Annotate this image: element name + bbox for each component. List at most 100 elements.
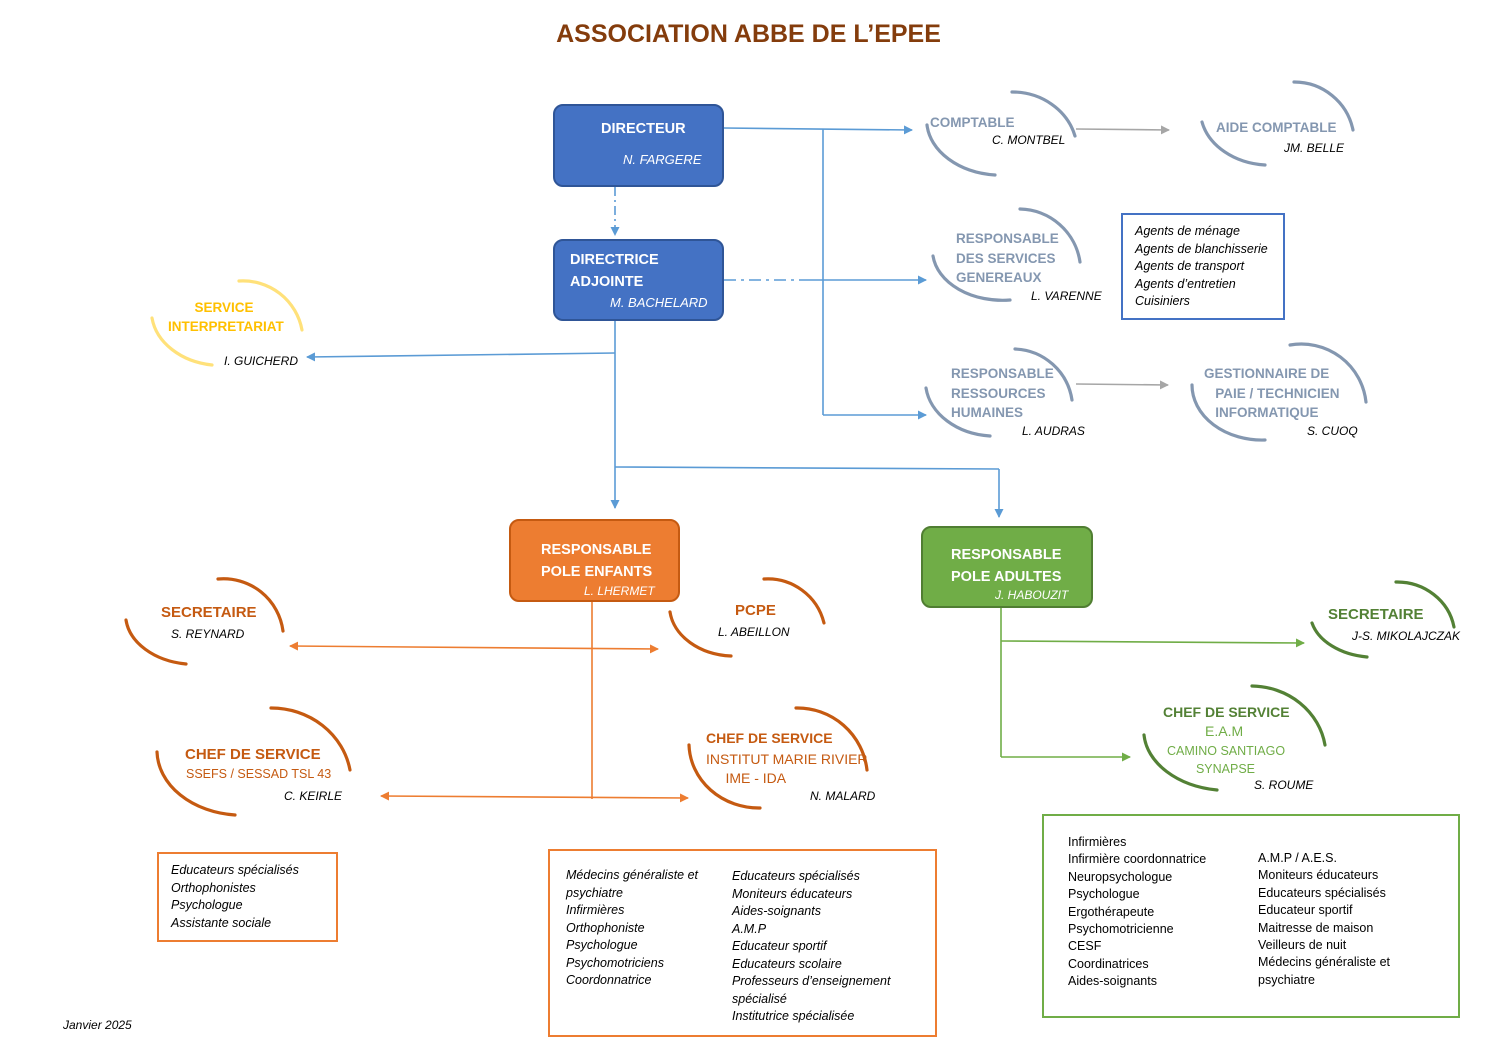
agents-item: Agents de transport [1135, 259, 1245, 273]
pole-enfants-title: RESPONSABLE POLE ENFANTS [541, 542, 653, 580]
staff-item: Assistante sociale [171, 915, 272, 930]
chef-ime-title: CHEF DE SERVICE [706, 730, 833, 746]
arc-services [931, 207, 1082, 302]
agents-item: Agents d’entretien [1135, 276, 1236, 291]
rh-title: RESPONSABLE RESSOURCES HUMAINES [951, 366, 1054, 420]
staff-item: Aides-soignants [732, 904, 821, 918]
gestionnaire-name: S. CUOQ [1307, 424, 1358, 438]
pole-adultes-box: RESPONSABLE POLE ADULTES J. HABOUZIT [921, 526, 1093, 608]
staff-item: Médecins généraliste et [566, 868, 699, 882]
staff-item: Infirmières [1068, 835, 1127, 849]
directeur-title: DIRECTEUR [601, 121, 686, 137]
secretaire-enfants-title: SECRETAIRE [161, 604, 257, 621]
arc-gestionnaire [1190, 342, 1368, 442]
directrice-adjointe-name: M. BACHELARD [610, 295, 708, 310]
line-chefs [380, 791, 689, 803]
staff-item: Aides-soignants [1068, 974, 1157, 989]
arc-pcpe [668, 577, 826, 658]
pcpe-title: PCPE [735, 602, 776, 619]
staff-item: Psychomotricienne [1068, 922, 1174, 937]
arc-interp [150, 279, 304, 367]
chef-ssefs-name: C. KEIRLE [284, 789, 343, 803]
arc-rh [924, 347, 1074, 438]
staff-ime-col2: Educateurs spécialisés Moniteurs éducate… [732, 868, 890, 1026]
line-to-secretaire-ad [1000, 638, 1305, 648]
staff-item: psychiatre [1258, 972, 1315, 987]
line-rh-gestionnaire [1075, 380, 1169, 390]
staff-item: Infirmière coordonnatrice [1068, 852, 1207, 867]
staff-item: A.M.P / A.E.S. [1258, 851, 1337, 865]
staff-item: Orthophonistes [171, 880, 256, 895]
line-adj-interp [306, 352, 616, 362]
arc-chef-eam [1142, 684, 1327, 792]
directrice-adjointe-box: DIRECTRICE ADJOINTE M. BACHELARD [553, 239, 724, 321]
aide-comptable-name: JM. BELLE [1284, 141, 1345, 155]
staff-item: Institutrice spécialisée [732, 1009, 855, 1023]
staff-item: Moniteurs éducateurs [732, 886, 853, 901]
staff-item: Coordinatrices [1068, 956, 1149, 971]
line-comptable-aide [1075, 125, 1170, 135]
secretaire-adultes-name: J-S. MIKOLAJCZAK [1352, 629, 1461, 643]
arc-secretaire-enf [124, 577, 285, 666]
services-generaux-title: RESPONSABLE DES SERVICES GENEREAUX [956, 231, 1059, 285]
comptable-name: C. MONTBEL [992, 133, 1066, 147]
pcpe-name: L. ABEILLON [718, 625, 790, 639]
secretaire-adultes-title: SECRETAIRE [1328, 606, 1424, 623]
interpretariat-title: SERVICE INTERPRETARIAT [168, 300, 284, 334]
chef-eam-sub: CAMINO SANTIAGO SYNAPSE [1167, 744, 1286, 776]
agents-item: Agents de blanchisserie [1135, 241, 1268, 256]
staff-eam-col2: A.M.P / A.E.S. Moniteurs éducateurs Educ… [1258, 850, 1390, 989]
pole-adultes-title: RESPONSABLE POLE ADULTES [951, 547, 1062, 585]
staff-item: Psychologue [566, 938, 638, 952]
agents-item: Cuisiniers [1135, 294, 1190, 308]
pole-enfants-box: RESPONSABLE POLE ENFANTS L. LHERMET [509, 519, 680, 602]
chef-eam-name: S. ROUME [1254, 778, 1314, 792]
secretaire-enfants-name: S. REYNARD [171, 627, 245, 641]
date-label: Janvier 2025 [63, 1018, 132, 1032]
staff-item: spécialisé [732, 991, 787, 1006]
staff-item: psychiatre [566, 885, 623, 900]
staff-item: Educateur sportif [1258, 903, 1353, 918]
staff-item: Maitresse de maison [1258, 920, 1374, 935]
staff-item: Educateurs spécialisés [1258, 885, 1386, 900]
directeur-name: N. FARGERE [623, 152, 702, 167]
chef-eam-title: CHEF DE SERVICE [1163, 704, 1290, 720]
staff-item: Educateur sportif [732, 939, 827, 953]
gestionnaire-title: GESTIONNAIRE DE PAIE / TECHNICIEN INFORM… [1204, 366, 1340, 420]
staff-item: Psychologue [171, 898, 243, 912]
staff-item: Psychomotriciens [566, 955, 664, 970]
staff-item: Psychologue [1068, 887, 1140, 902]
comptable-title: COMPTABLE [930, 115, 1015, 130]
staff-ssefs-list: Educateurs spécialisés Orthophonistes Ps… [157, 852, 338, 942]
chart-title: ASSOCIATION ABBE DE L’EPEE [556, 20, 941, 48]
staff-item: CESF [1068, 939, 1102, 954]
staff-item: Ergothérapeute [1068, 904, 1155, 919]
chef-ssefs-title: CHEF DE SERVICE [185, 746, 321, 763]
staff-item: Neuropsychologue [1068, 869, 1173, 884]
chef-ssefs-sub: SSEFS / SESSAD TSL 43 [186, 767, 332, 781]
staff-item: Moniteurs éducateurs [1258, 868, 1379, 883]
chef-ime-name: N. MALARD [810, 789, 876, 803]
arc-chef-ime [687, 706, 869, 810]
staff-item: Educateurs spécialisés [732, 869, 860, 883]
rh-name: L. AUDRAS [1022, 424, 1085, 438]
arc-secretaire-ad [1310, 580, 1456, 659]
staff-item: Educateurs spécialisés [171, 863, 299, 877]
staff-item: Coordonnatrice [566, 973, 652, 987]
staff-ime-list: Médecins généraliste et psychiatre Infir… [548, 849, 937, 1037]
line-secretaire-pcpe [289, 641, 659, 654]
staff-item: Professeurs d’enseignement [732, 974, 891, 988]
agents-item: Agents de ménage [1135, 224, 1240, 238]
agents-list: Agents de ménage Agents de blanchisserie… [1121, 213, 1285, 320]
staff-eam-col1: Infirmières Infirmière coordonnatrice Ne… [1068, 834, 1206, 991]
services-generaux-name: L. VARENNE [1031, 289, 1102, 303]
staff-item: Veilleurs de nuit [1258, 938, 1347, 953]
interpretariat-name: I. GUICHERD [224, 354, 299, 368]
staff-item: Infirmières [566, 903, 625, 917]
directeur-box: DIRECTEUR N. FARGERE [553, 104, 724, 187]
staff-item: Educateurs scolaire [732, 956, 842, 971]
staff-eam-list: Infirmières Infirmière coordonnatrice Ne… [1042, 814, 1460, 1018]
pole-adultes-name: J. HABOUZIT [995, 588, 1069, 602]
arc-chef-ssefs [155, 706, 352, 817]
